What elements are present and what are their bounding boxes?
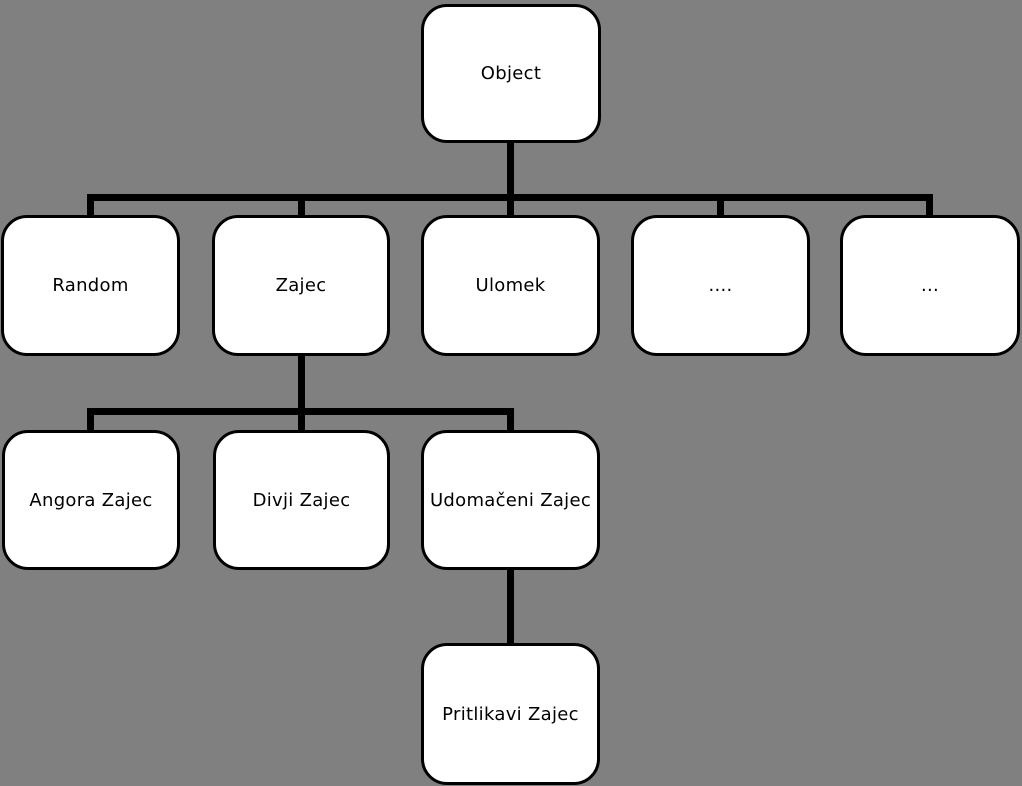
node-ellipsis-three: ... — [840, 215, 1020, 356]
node-udomaceni-zajec-label: Udomačeni Zajec — [429, 489, 592, 511]
node-angora-zajec-label: Angora Zajec — [29, 489, 153, 511]
node-random: Random — [1, 215, 180, 356]
node-ulomek-label: Ulomek — [475, 275, 546, 296]
edge-stub-udomaceni — [507, 408, 514, 430]
node-divji-zajec-label: Divji Zajec — [252, 489, 351, 511]
node-angora-zajec: Angora Zajec — [2, 430, 180, 570]
edge-object-to-ulomek — [507, 141, 514, 215]
edge-stub-ellipsis-three — [926, 194, 933, 215]
node-ulomek: Ulomek — [421, 215, 600, 356]
edge-stub-angora — [87, 408, 94, 430]
edge-stub-zajec — [298, 194, 305, 215]
node-ellipsis-four: .... — [631, 215, 810, 356]
node-object-label: Object — [480, 63, 542, 84]
edge-stub-ellipsis-four — [717, 194, 724, 215]
node-zajec-label: Zajec — [275, 275, 327, 296]
node-object: Object — [421, 4, 601, 143]
node-divji-zajec: Divji Zajec — [213, 430, 390, 570]
node-random-label: Random — [52, 275, 129, 296]
edge-bus-row2 — [87, 194, 933, 201]
node-udomaceni-zajec: Udomačeni Zajec — [421, 430, 600, 570]
edge-bus-row3 — [87, 408, 514, 415]
node-zajec: Zajec — [212, 215, 390, 356]
edge-zajec-to-divji — [298, 354, 305, 430]
edge-stub-random — [87, 194, 94, 215]
node-pritlikavi-zajec: Pritlikavi Zajec — [421, 643, 600, 785]
edge-udomaceni-to-pritlikavi — [507, 568, 514, 643]
node-pritlikavi-zajec-label: Pritlikavi Zajec — [442, 703, 579, 725]
node-ellipsis-three-label: ... — [920, 275, 940, 296]
node-ellipsis-four-label: .... — [708, 275, 733, 296]
